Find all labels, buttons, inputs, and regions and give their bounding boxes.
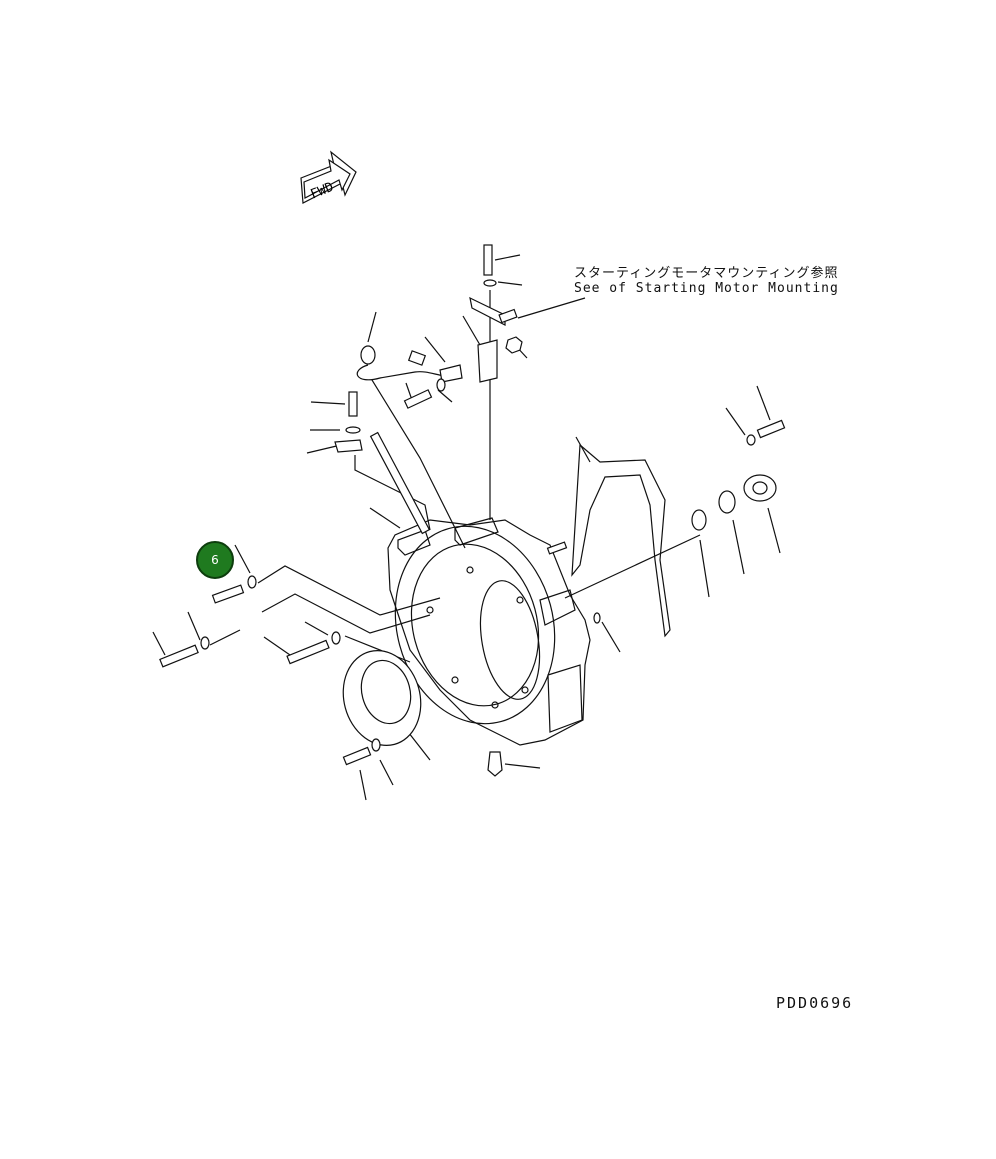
reference-note-english: See of Starting Motor Mounting — [574, 281, 839, 296]
fasteners — [159, 244, 786, 777]
flywheel-housing — [387, 517, 591, 746]
leader-lines — [152, 254, 781, 801]
part-callout-6[interactable]: 6 — [196, 541, 234, 579]
fwd-arrow-icon: FWD — [300, 150, 357, 204]
sensor-harness — [356, 339, 498, 535]
drawing-id: PDD0696 — [776, 994, 854, 1012]
reference-note-japanese: スターティングモータマウンティング参照 — [574, 266, 839, 281]
